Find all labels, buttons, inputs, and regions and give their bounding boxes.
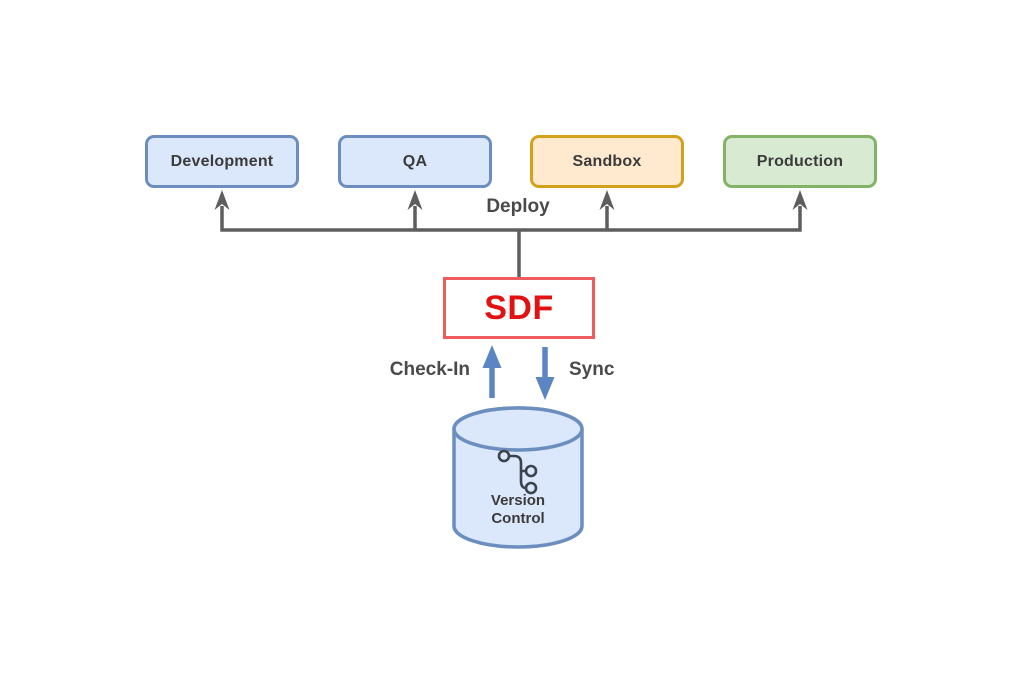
arrowhead-qa (407, 190, 423, 210)
git-commit-node-top (497, 449, 511, 463)
git-commit-node-bottom (524, 481, 538, 495)
sync-label: Sync (569, 359, 615, 380)
git-commit-node-middle (524, 464, 538, 478)
env-box-production: Production (723, 135, 877, 188)
env-box-sandbox: Sandbox (530, 135, 684, 188)
env-box-development: Development (145, 135, 299, 188)
arrowhead-production (792, 190, 808, 210)
deploy-arrowheads (214, 190, 808, 210)
deploy-label: Deploy (486, 196, 550, 217)
cylinder-top-rim (452, 406, 584, 452)
version-flow-arrows (489, 347, 548, 398)
version-control-label: Version Control (490, 492, 546, 527)
arrowhead-development (214, 190, 230, 210)
sync-arrowhead (535, 377, 555, 400)
env-label-sandbox: Sandbox (572, 152, 642, 170)
env-label-production: Production (756, 152, 844, 170)
deploy-bus-lines (220, 206, 802, 278)
env-label-development: Development (170, 152, 274, 170)
check-in-label: Check-In (389, 359, 470, 380)
sdf-label: SDF (484, 288, 554, 327)
check-in-arrowhead (482, 345, 502, 368)
version-flow-arrowheads (482, 345, 555, 400)
sdf-box: SDF (443, 277, 595, 339)
env-box-qa: QA (338, 135, 492, 188)
git-branch-icon (497, 449, 538, 495)
deploy-bus-line (220, 206, 802, 232)
env-label-qa: QA (402, 152, 428, 170)
arrowhead-sandbox (599, 190, 615, 210)
version-control-cylinder (452, 406, 584, 549)
